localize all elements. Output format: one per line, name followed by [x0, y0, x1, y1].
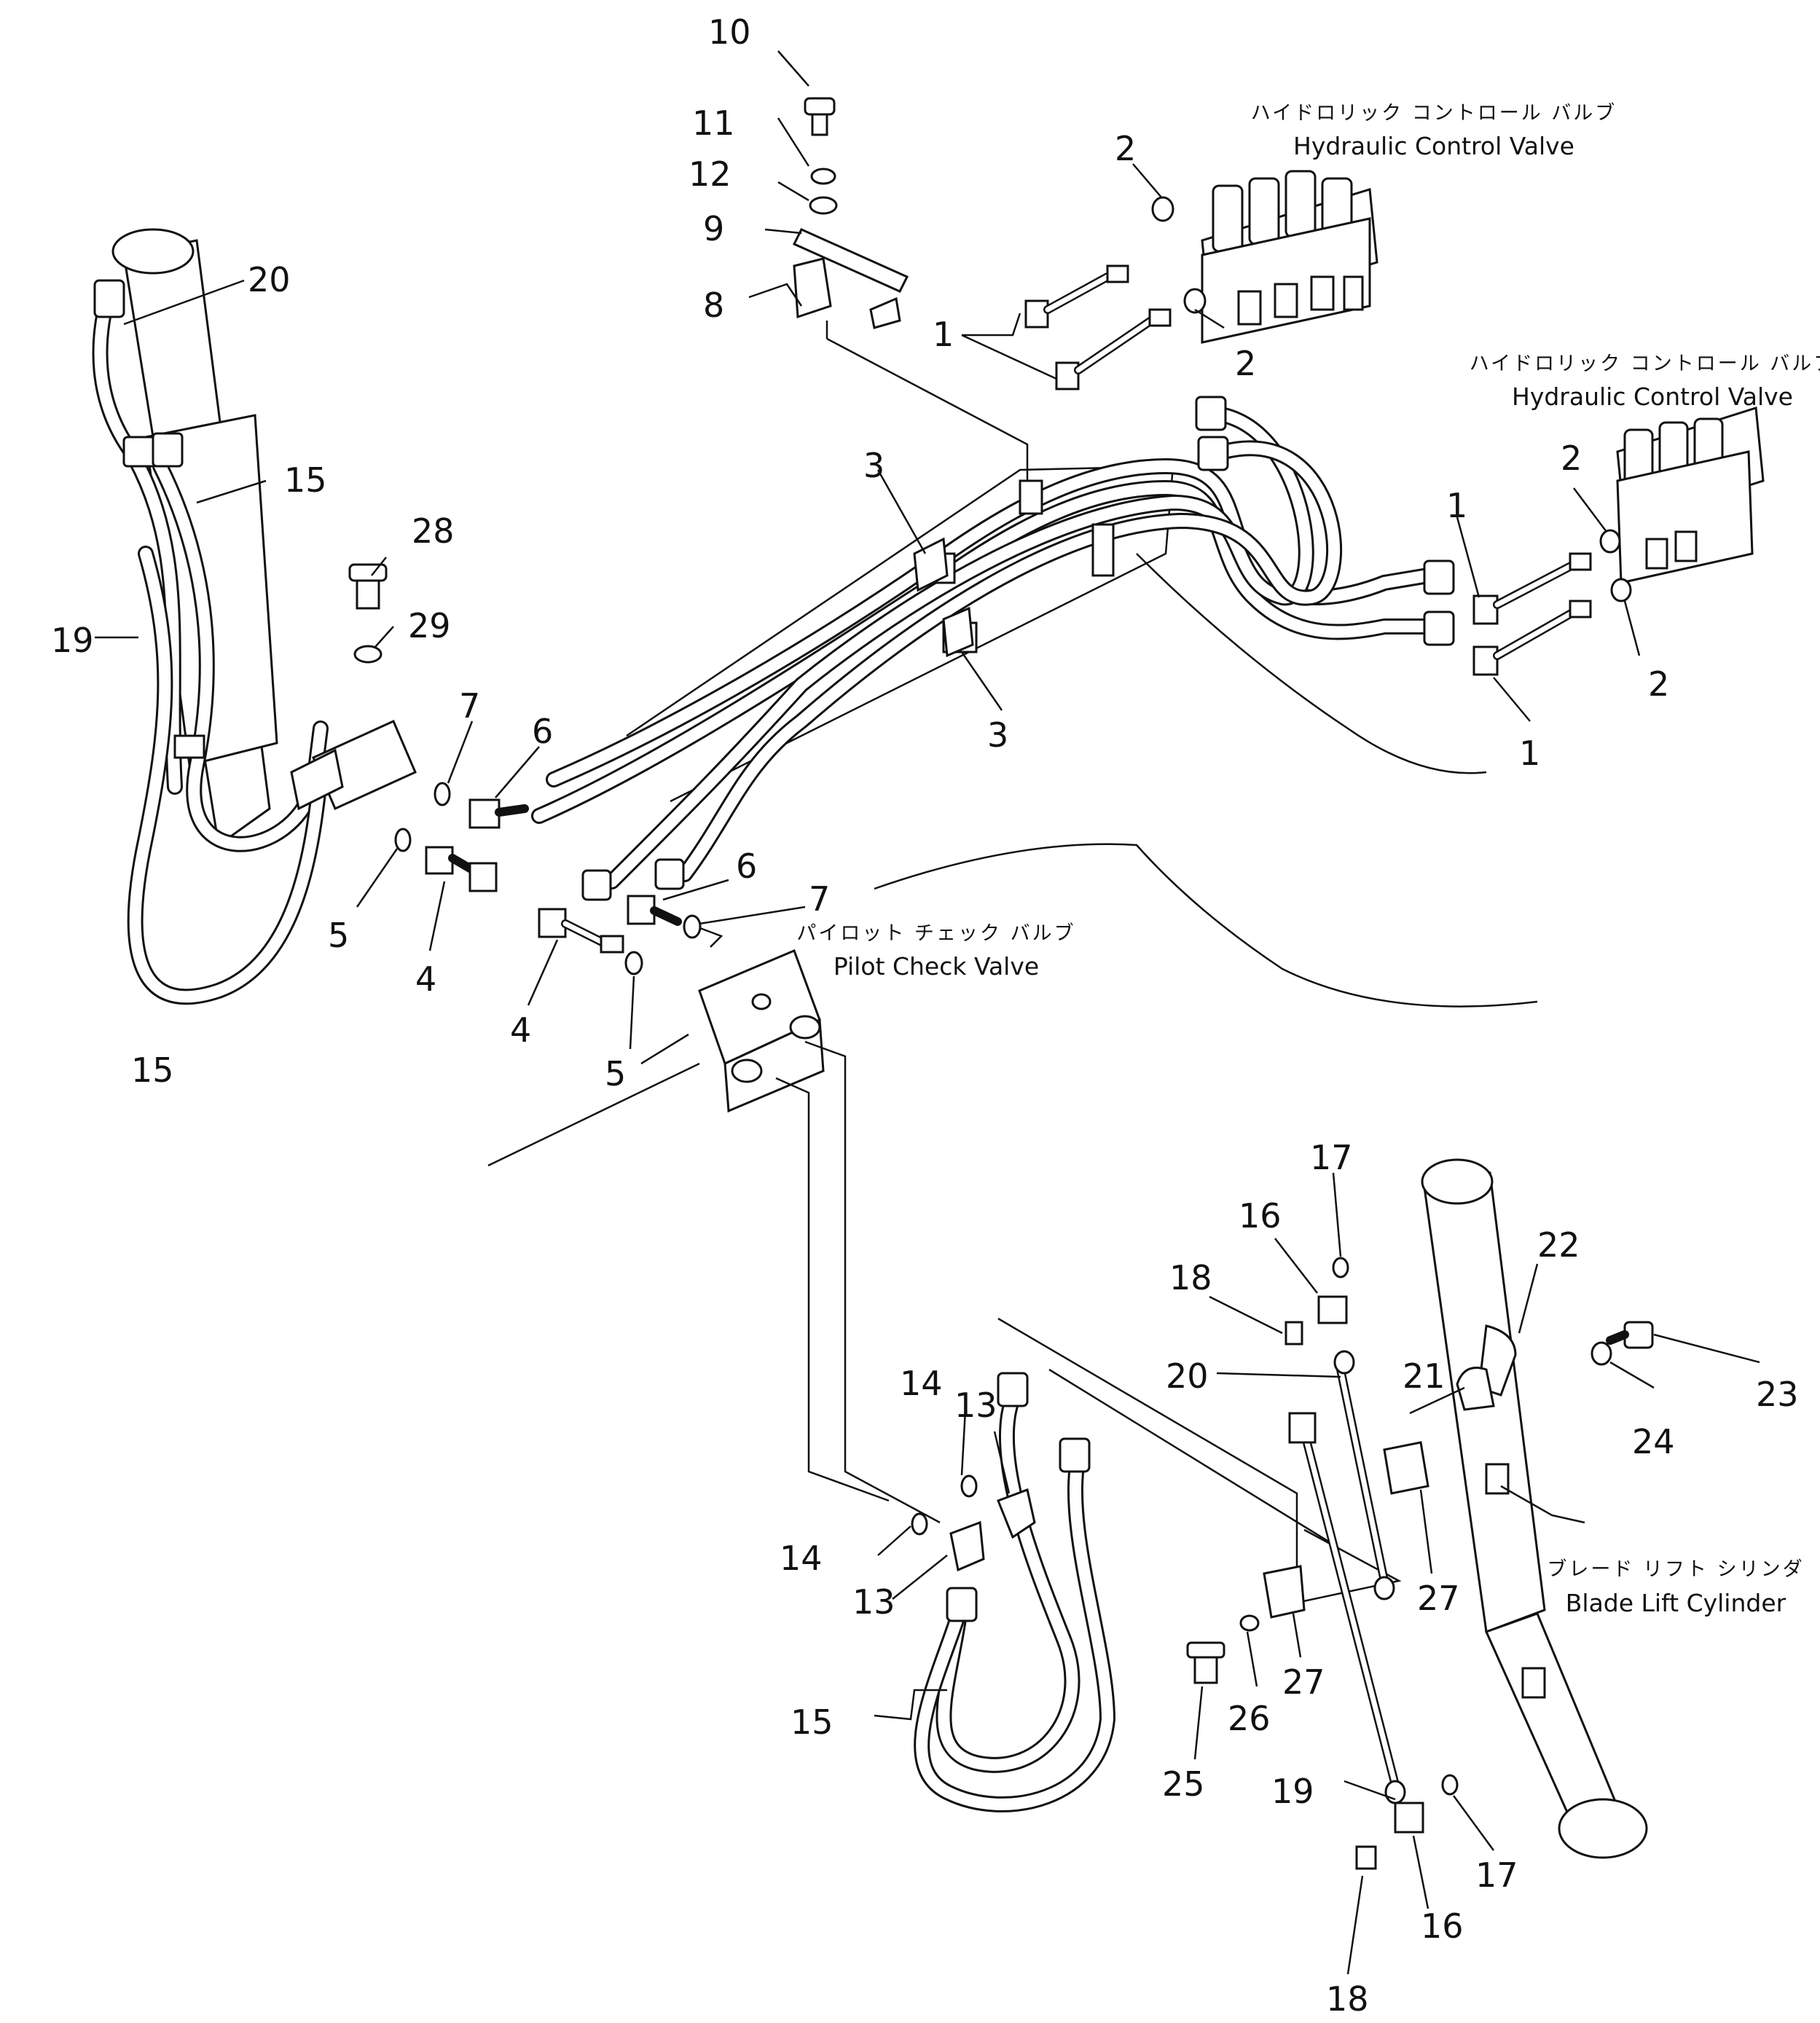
callout: 14: [780, 1539, 823, 1578]
callout: 3: [863, 446, 884, 485]
pilot-check-valve: [691, 924, 941, 1524]
component-labels: ハイドロリック コントロール バルブ Hydraulic Control Val…: [796, 102, 1820, 1617]
callout: 13: [954, 1386, 997, 1425]
right-pipes-and-brackets: [1186, 1257, 1654, 1870]
left-block-assembly: [290, 563, 529, 892]
machine-frame: [487, 465, 1538, 1604]
blc-label-en: Blade Lift Cylinder: [1566, 1589, 1786, 1617]
callout: 11: [692, 103, 735, 143]
callout: 20: [248, 260, 291, 299]
callout: 5: [605, 1054, 626, 1093]
callout: 7: [459, 686, 480, 726]
callout: 27: [1282, 1662, 1325, 1702]
callout: 18: [1326, 1979, 1369, 2019]
callout: 18: [1169, 1258, 1212, 1297]
leader-lines: [95, 50, 1760, 1975]
hose-clamps-3: [913, 537, 974, 658]
callout: 29: [408, 606, 451, 645]
callout: 1: [1519, 734, 1540, 773]
callout: 2: [1115, 129, 1136, 168]
callout: 28: [412, 511, 455, 551]
center-fittings: [538, 858, 702, 975]
callout: 2: [1648, 664, 1669, 704]
callout: 14: [900, 1364, 943, 1403]
callout: 10: [708, 12, 751, 52]
fittings-1-right: [1423, 529, 1632, 676]
lower-hoses-15: [911, 1372, 1115, 1812]
callout: 1: [1446, 486, 1467, 525]
callout: 4: [415, 959, 436, 999]
callout: 23: [1756, 1375, 1799, 1414]
callout: 2: [1235, 344, 1256, 383]
callout: 15: [284, 460, 327, 500]
callout: 7: [809, 879, 830, 919]
callout: 16: [1421, 1906, 1464, 1946]
callout: 19: [51, 621, 94, 660]
hcv1-label-en: Hydraulic Control Valve: [1293, 132, 1574, 160]
hcv2-label-en: Hydraulic Control Valve: [1512, 382, 1793, 411]
hcv1-label-jp: ハイドロリック コントロール バルブ: [1251, 102, 1617, 125]
callout: 13: [852, 1582, 895, 1622]
callout: 12: [689, 154, 731, 194]
pcv-label-en: Pilot Check Valve: [833, 952, 1039, 981]
callout: 6: [736, 846, 757, 886]
callout: 2: [1561, 439, 1582, 478]
pcv-label-jp: パイロット チェック バルブ: [796, 922, 1075, 945]
fittings-1-upper: [1024, 196, 1229, 471]
callout: 16: [1239, 1196, 1282, 1236]
callout: 5: [328, 916, 349, 955]
callout: 3: [987, 715, 1008, 755]
callout: 19: [1271, 1772, 1314, 1811]
callout: 8: [703, 286, 724, 325]
hcv2-label-jp: ハイドロリック コントロール バルブ: [1470, 353, 1820, 375]
callout: 17: [1310, 1138, 1353, 1177]
callout: 26: [1228, 1699, 1271, 1738]
part-callouts: 10 11 12 9 8 2 2 1 2 1 2 1 20 15 19 28 2…: [51, 12, 1799, 2019]
callout: 17: [1475, 1855, 1518, 1895]
callout: 27: [1417, 1579, 1460, 1618]
callout: 21: [1403, 1356, 1446, 1396]
left-cylinder-assembly: [92, 228, 329, 1005]
callout: 25: [1162, 1764, 1205, 1804]
callout: 4: [510, 1010, 531, 1050]
callout: 22: [1537, 1225, 1580, 1265]
callout: 1: [933, 315, 954, 354]
hydraulic-control-valve-2: [1616, 406, 1765, 584]
callout: 24: [1632, 1422, 1675, 1461]
main-hose-bundle: [531, 407, 1436, 889]
hydraulic-control-valve-1: [1201, 170, 1378, 344]
callout: 15: [791, 1702, 833, 1742]
callout: 9: [703, 209, 724, 248]
blc-label-jp: ブレード リフト シリンダ: [1547, 1558, 1804, 1581]
callout: 20: [1166, 1356, 1209, 1396]
callout: 15: [131, 1050, 174, 1090]
callout: 6: [532, 712, 553, 751]
